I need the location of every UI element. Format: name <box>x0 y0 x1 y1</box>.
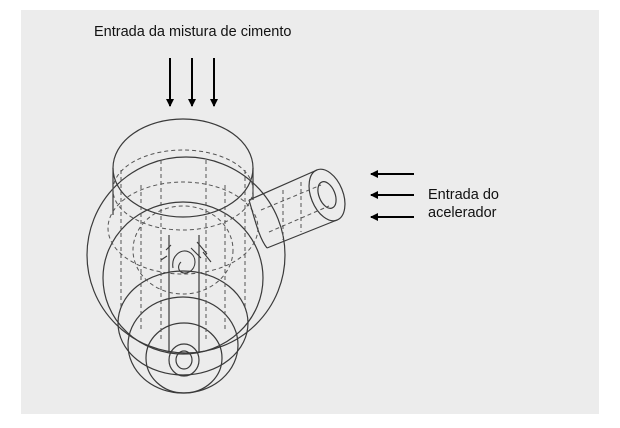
nozzle-tip-core <box>175 350 193 370</box>
pipe-base <box>248 199 268 249</box>
accelerator-inlet-label-line2: acelerador <box>428 205 497 221</box>
bore-lines <box>168 235 200 352</box>
nozzle-drawing <box>86 58 414 394</box>
lower-ring-ellipse <box>117 270 249 376</box>
pipe-body <box>248 169 338 249</box>
nozzle-tip-outer <box>145 322 223 394</box>
nozzle-body <box>86 118 286 394</box>
hidden-inner-ellipse <box>132 205 234 295</box>
accelerator-inlet-label-line1: Entrada do <box>428 187 499 203</box>
middle-ring-ellipse <box>102 201 264 355</box>
hidden-verticals <box>120 160 246 340</box>
swirl-detail <box>160 241 212 274</box>
diagram-figure: Entrada da mistura de cimento Entrada do… <box>21 10 599 414</box>
hidden-lines <box>107 149 259 340</box>
cement-inlet-label: Entrada da mistura de cimento <box>94 24 292 40</box>
accelerator-inlet-label: Entrada do acelerador <box>428 186 499 222</box>
accelerator-pipe <box>248 168 346 249</box>
pipe-end-inner <box>317 181 337 209</box>
accelerator-inlet-arrows <box>370 170 414 221</box>
outer-body-ellipse <box>86 156 286 354</box>
hidden-mid-ellipse <box>107 181 259 275</box>
cement-inlet-arrows <box>166 58 218 107</box>
pipe-end-outer <box>308 168 346 222</box>
hidden-top-ellipse <box>112 149 254 231</box>
top-cap-side <box>112 168 254 215</box>
nozzle-tip-inner <box>168 343 200 377</box>
